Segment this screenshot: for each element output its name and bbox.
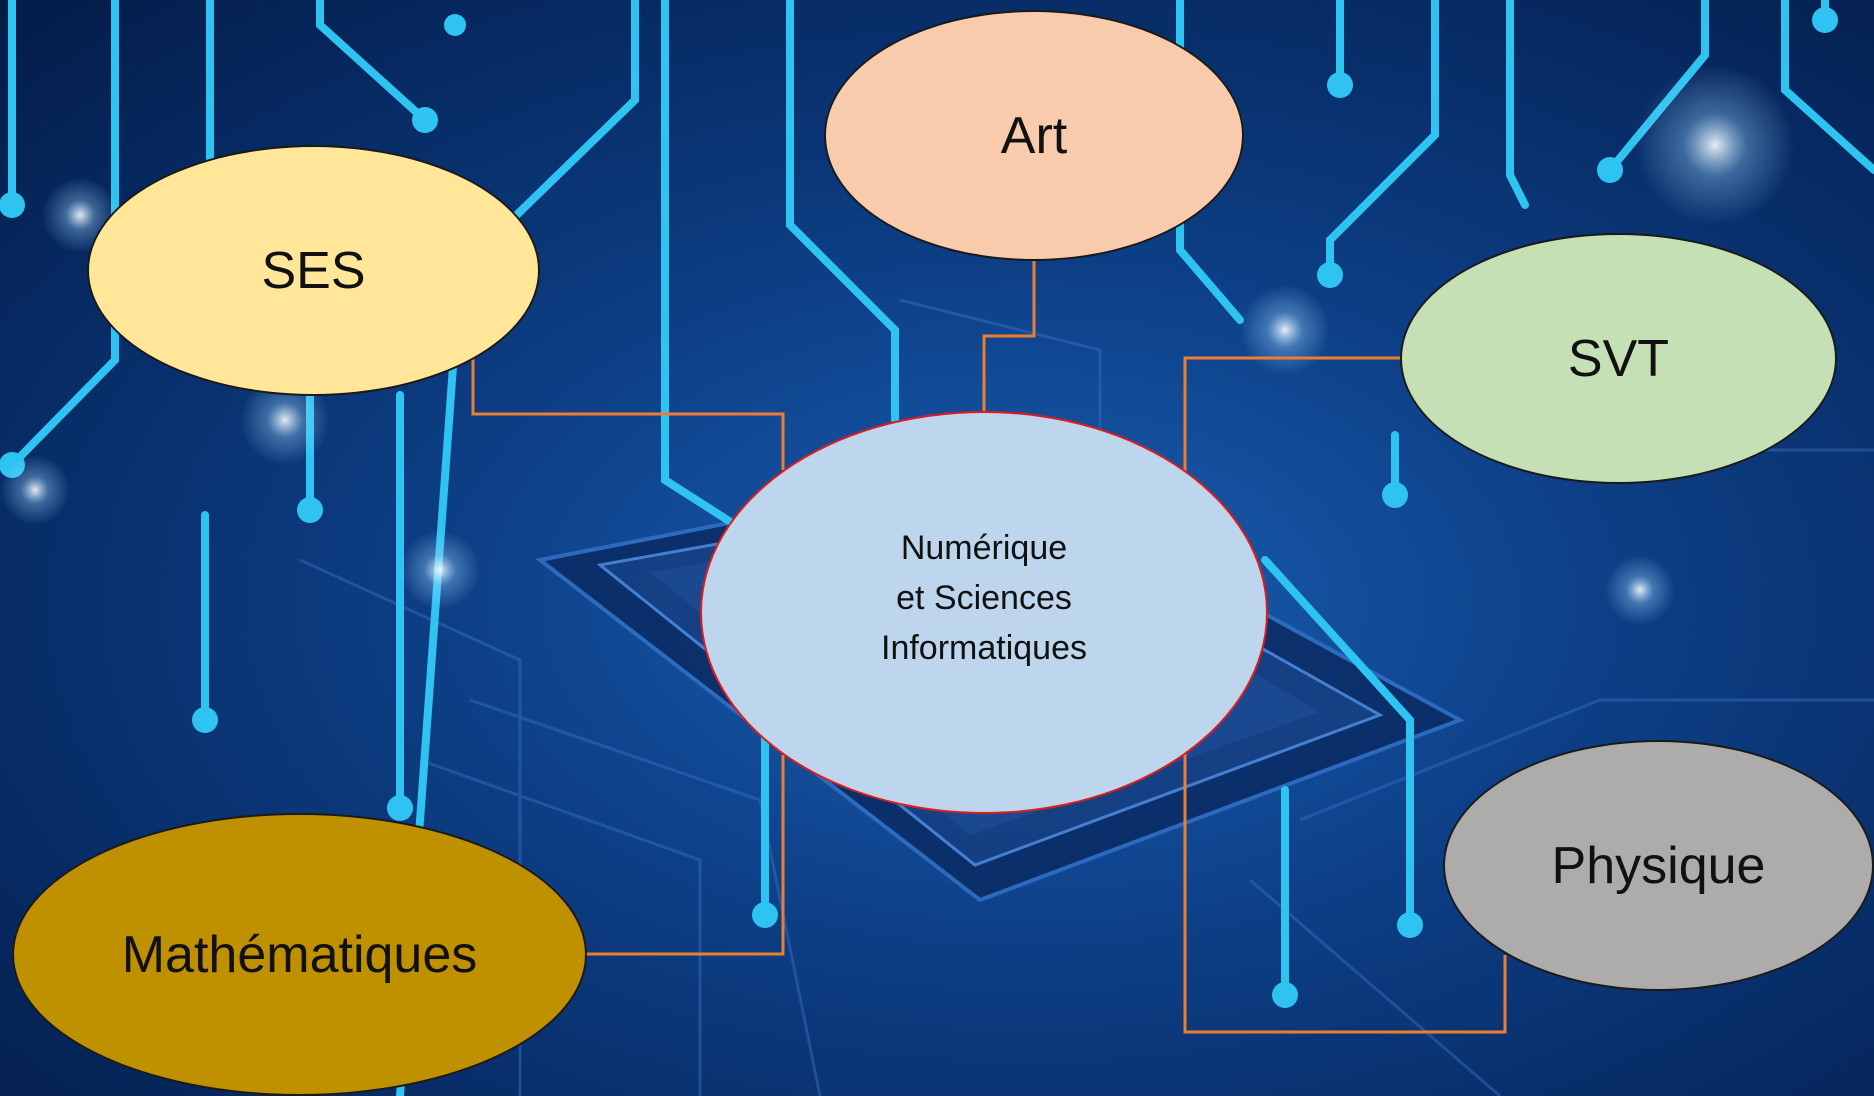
connector-nsi-svt [1183, 356, 1401, 472]
ses-node: SES [87, 145, 540, 396]
svt-node: SVT [1400, 233, 1837, 484]
physique-node: Physique [1443, 740, 1874, 991]
svt-node-label: SVT [1567, 329, 1670, 388]
connector-nsi-ses [471, 352, 785, 470]
art-node-label: Art [1000, 106, 1068, 165]
mathematiques-node-label: Mathématiques [121, 925, 478, 984]
mathematiques-node: Mathématiques [12, 813, 587, 1096]
nsi-node-label: Numérique et Sciences Informatiques [881, 528, 1087, 667]
connector-nsi-mathematiques [587, 755, 785, 956]
art-node: Art [824, 10, 1244, 261]
physique-node-label: Physique [1551, 836, 1766, 895]
connector-nsi-physique [1183, 750, 1507, 1034]
ses-node-label: SES [261, 241, 366, 300]
nsi-center-node: Numérique et Sciences Informatiques [700, 411, 1268, 814]
connector-nsi-art [982, 261, 1036, 413]
